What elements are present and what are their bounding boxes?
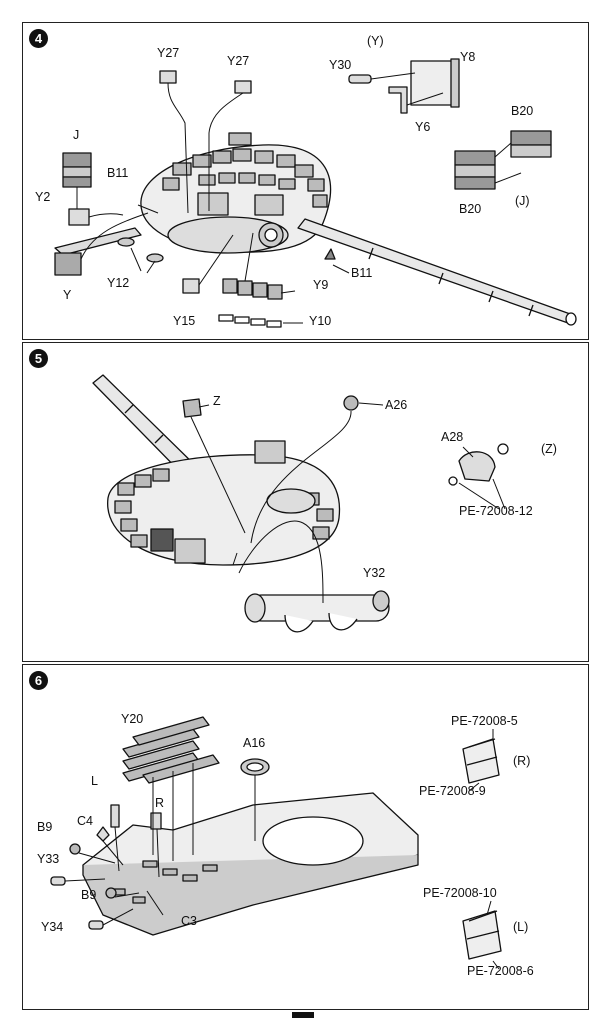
- callout-j: J: [73, 128, 80, 142]
- step-6-badge: 6: [29, 671, 48, 690]
- callout-pe-72008-5: PE-72008-5: [451, 714, 518, 728]
- step-4-drawing: [54, 58, 577, 328]
- callout-y10: Y10: [309, 314, 332, 328]
- callout-pe-72008-9: PE-72008-9: [419, 784, 486, 798]
- callout-pe-72008-10: PE-72008-10: [423, 886, 497, 900]
- callout-y6: Y6: [415, 120, 431, 134]
- callout-l: L: [91, 774, 98, 788]
- callout-y15: Y15: [173, 314, 196, 328]
- callout-a16: A16: [243, 736, 266, 750]
- leader-lines: [64, 729, 500, 970]
- subassembly-label-y: (Y): [367, 34, 384, 48]
- callout-b9-bottom: B9: [81, 888, 97, 902]
- callout-y27-right: Y27: [227, 54, 250, 68]
- step-5-badge: 5: [29, 349, 48, 368]
- callout-y2: Y2: [35, 190, 51, 204]
- turret-ring: [167, 216, 289, 254]
- callout-a26: A26: [385, 398, 408, 412]
- callout-b11-right: B11: [351, 266, 373, 280]
- callout-c4: C4: [77, 814, 93, 828]
- callout-b9-top: B9: [37, 820, 53, 834]
- subassembly-label-l: (L): [513, 920, 529, 934]
- subassembly-label-r: (R): [513, 754, 531, 768]
- page-footer-mark: [292, 1012, 314, 1018]
- callout-y27-left: Y27: [157, 46, 180, 60]
- y32-roll: [248, 594, 390, 622]
- callout-a28: A28: [441, 430, 464, 444]
- step-4-panel: 4: [22, 22, 589, 340]
- subassembly-label-z: (Z): [541, 442, 557, 456]
- callout-pe-72008-6: PE-72008-6: [467, 964, 534, 978]
- callout-y20: Y20: [121, 712, 144, 726]
- callout-b20-bottom: B20: [459, 202, 482, 216]
- callout-y: Y: [63, 288, 72, 302]
- callout-pe-72008-12: PE-72008-12: [459, 504, 533, 518]
- leader-lines: [190, 402, 506, 604]
- leader-lines: [76, 72, 522, 324]
- callout-y34: Y34: [41, 920, 64, 934]
- callout-c3: C3: [181, 914, 197, 928]
- callout-y32: Y32: [363, 566, 386, 580]
- callout-r: R: [155, 796, 165, 810]
- step-4-badge: 4: [29, 29, 48, 48]
- callout-y8: Y8: [460, 50, 476, 64]
- step-6-panel: 6: [22, 664, 589, 1010]
- y20-racks: [122, 716, 220, 784]
- callout-b11-left: B11: [107, 166, 129, 180]
- step-6-drawing: [50, 716, 502, 970]
- step-5-panel: 5: [22, 342, 589, 662]
- callout-z: Z: [213, 394, 221, 408]
- era-blocks: [162, 132, 328, 208]
- callout-y12: Y12: [107, 276, 130, 290]
- callout-b20-top: B20: [511, 104, 534, 118]
- callout-y30: Y30: [329, 58, 352, 72]
- callout-y33: Y33: [37, 852, 60, 866]
- callout-y9: Y9: [313, 278, 329, 292]
- step-5-drawing: [92, 374, 509, 633]
- turret-ring-opening: [262, 816, 364, 866]
- subassembly-label-j: (J): [515, 194, 530, 208]
